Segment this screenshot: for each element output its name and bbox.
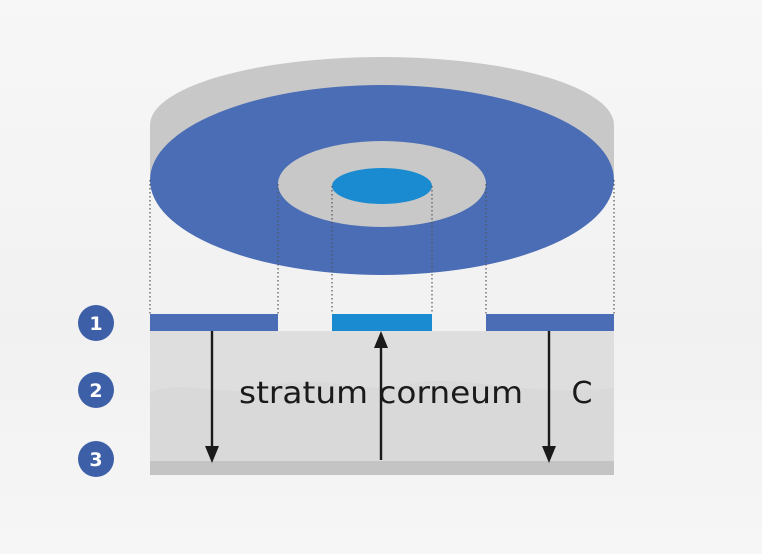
arrow-center-up-head: [374, 331, 388, 348]
badge-1-number: 1: [89, 313, 102, 335]
strip-center: [332, 314, 432, 331]
badge-3-circle: [78, 441, 114, 477]
badge-2-circle: [78, 372, 114, 408]
label-letter-c: C: [572, 376, 593, 411]
arrow-left-down-head: [205, 446, 219, 463]
badge-1: 1: [78, 305, 114, 341]
arrow-right-down-head: [542, 446, 556, 463]
label-stratum-corneum: stratum corneum: [239, 376, 523, 411]
guide-lines: [149, 180, 615, 314]
badge-1-circle: [78, 305, 114, 341]
arrows: [205, 331, 556, 463]
badge-2: 2: [78, 372, 114, 408]
badge-3: 3: [78, 441, 114, 477]
badge-2-number: 2: [89, 380, 102, 402]
disk-center: [332, 168, 432, 204]
strip-outer-left: [150, 314, 278, 331]
badge-3-number: 3: [89, 449, 102, 471]
base-bar: [150, 461, 614, 475]
strip-outer-right: [486, 314, 614, 331]
